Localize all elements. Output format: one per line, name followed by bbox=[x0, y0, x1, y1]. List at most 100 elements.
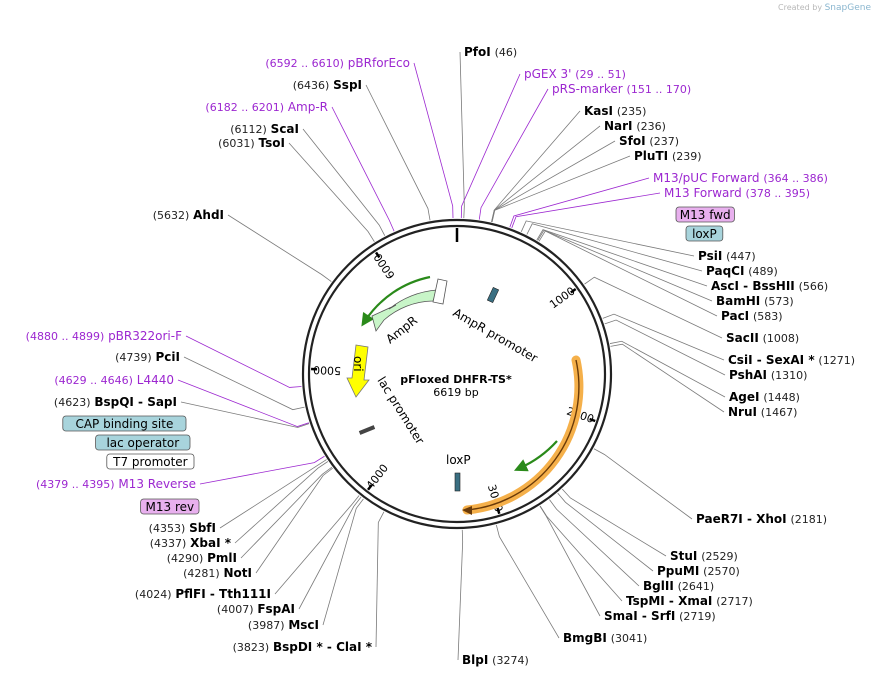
label-m13-fwd: M13 fwd bbox=[675, 206, 735, 223]
label-csii-sexai: CsiI - SexAI * (1271) bbox=[728, 353, 855, 367]
leader-pluti bbox=[491, 155, 631, 223]
label-name-noti: NotI bbox=[224, 566, 253, 580]
label-coord-pmli: (4290) bbox=[167, 552, 204, 565]
label-coord-bamhi: (573) bbox=[764, 295, 794, 308]
label-name-paqci: PaqCI bbox=[706, 264, 744, 278]
label-coord-ppumi: (2570) bbox=[703, 565, 740, 578]
label-text-paqci: PaqCI (489) bbox=[706, 264, 778, 278]
ampr-feature bbox=[371, 289, 438, 332]
label-tsoi: (6031) TsoI bbox=[218, 136, 285, 150]
label-text-paci: PacI (583) bbox=[721, 309, 783, 323]
label-coord-bspqi-sapi: (4623) bbox=[54, 396, 91, 409]
label-ahdi: (5632) AhdI bbox=[153, 208, 224, 222]
label-text-scai: (6112) ScaI bbox=[230, 122, 299, 136]
label-name-kasi: KasI bbox=[584, 104, 613, 118]
leader-m13-puc-forward bbox=[509, 177, 650, 228]
leader-pflfi-tth111i bbox=[274, 495, 360, 595]
label-pmli: (4290) PmlI bbox=[167, 551, 237, 565]
label-bglii: BglII (2641) bbox=[643, 579, 714, 593]
label-name-l4440: L4440 bbox=[137, 373, 174, 387]
label-text-prs-marker: pRS-marker (151 .. 170) bbox=[552, 82, 691, 96]
label-name-nari: NarI bbox=[604, 119, 633, 133]
ring-tick-6000 bbox=[375, 251, 381, 259]
label-t7-promoter: T7 promoter bbox=[106, 453, 195, 470]
label-text-csii-sexai: CsiI - SexAI * (1271) bbox=[728, 353, 855, 367]
label-coord-fspai: (4007) bbox=[217, 603, 254, 616]
leader-agei bbox=[609, 340, 726, 398]
label-coord-psii: (447) bbox=[726, 250, 756, 263]
label-cap-binding-site: CAP binding site bbox=[62, 415, 187, 432]
label-pbr322ori-f: (4880 .. 4899) pBR322ori-F bbox=[26, 329, 182, 343]
label-ampr: AmpR bbox=[383, 313, 420, 346]
snapgene-credit: Created by SnapGene bbox=[778, 3, 871, 13]
label-ampr-promoter: AmpR promoter bbox=[451, 305, 541, 365]
label-text-pgex-3: pGEX 3' (29 .. 51) bbox=[524, 67, 626, 81]
label-tspmi-xmai: TspMI - XmaI (2717) bbox=[626, 594, 753, 608]
label-text-nari: NarI (236) bbox=[604, 119, 666, 133]
leader-noti bbox=[255, 467, 333, 574]
loxp-feature-top bbox=[486, 286, 500, 304]
credit-prefix: Created by bbox=[778, 3, 823, 12]
label-name-pfoi: PfoI bbox=[464, 45, 491, 59]
leader-amp-r bbox=[331, 106, 395, 232]
label-coord-smai-srfi: (2719) bbox=[679, 610, 716, 623]
label-loxp-inner: loxP bbox=[446, 453, 471, 467]
label-name-tsoi: TsoI bbox=[259, 136, 285, 150]
leader-sacii bbox=[584, 276, 723, 339]
label-coord-bspdi-clai: (3823) bbox=[233, 641, 270, 654]
leader-sspi bbox=[365, 84, 431, 221]
label-pcii: (4739) PciI bbox=[115, 350, 180, 364]
label-text-pbr322ori-f: (4880 .. 4899) pBR322ori-F bbox=[26, 329, 182, 343]
label-text-sacii: SacII (1008) bbox=[726, 331, 799, 345]
label-coord-csii-sexai: (1271) bbox=[818, 354, 855, 367]
leader-prs-marker bbox=[478, 88, 549, 220]
label-coord-msci: (3987) bbox=[248, 619, 285, 632]
feature-orange-arc bbox=[462, 355, 584, 515]
label-text-agei: AgeI (1448) bbox=[729, 390, 800, 404]
label-text-bspdi-clai: (3823) BspDI * - ClaI * bbox=[233, 640, 373, 654]
label-sfoi: SfoI (237) bbox=[619, 134, 679, 148]
label-text-ahdi: (5632) AhdI bbox=[153, 208, 224, 222]
label-coord-nrui: (1467) bbox=[761, 406, 798, 419]
label-name-sspi: SspI bbox=[333, 78, 362, 92]
label-fspai: (4007) FspAI bbox=[217, 602, 295, 616]
leader-m13-reverse bbox=[199, 455, 325, 485]
label-coord-stui: (2529) bbox=[701, 550, 738, 563]
label-text-m13-forward: M13 Forward (378 .. 395) bbox=[664, 186, 810, 200]
leader-bmgbi bbox=[495, 524, 560, 639]
label-m13-rev: M13 rev bbox=[140, 498, 200, 515]
label-coord-l4440: (4629 .. 4646) bbox=[54, 374, 133, 387]
ring-tick-4000 bbox=[367, 484, 373, 491]
label-stui: StuI (2529) bbox=[670, 549, 738, 563]
label-name-pbr322ori-f: pBR322ori-F bbox=[108, 329, 182, 343]
label-name-xbai: XbaI * bbox=[190, 536, 232, 550]
label-text-bmgbi: BmgBI (3041) bbox=[563, 631, 647, 645]
label-text-bspqi-sapi: (4623) BspQI - SapI bbox=[54, 395, 177, 409]
label-name-amp-r: Amp-R bbox=[288, 100, 328, 114]
label-text-lac-operator: lac operator bbox=[106, 436, 179, 450]
leader-lines bbox=[177, 51, 726, 661]
label-name-pluti: PluTI bbox=[634, 149, 668, 163]
label-name-m13-forward: M13 Forward bbox=[664, 186, 742, 200]
label-name-prs-marker: pRS-marker bbox=[552, 82, 623, 96]
label-name-ahdi: AhdI bbox=[193, 208, 224, 222]
label-text-pfoi: PfoI (46) bbox=[464, 45, 517, 59]
leader-fspai bbox=[298, 496, 362, 610]
label-coord-prs-marker: (151 .. 170) bbox=[627, 83, 692, 96]
leader-tsoi bbox=[288, 142, 375, 242]
backbone-inner bbox=[307, 224, 607, 524]
ring-tick-1000 bbox=[570, 287, 577, 294]
label-name-sacii: SacII bbox=[726, 331, 759, 345]
label-text-sfoi: SfoI (237) bbox=[619, 134, 679, 148]
leader-stui bbox=[561, 488, 667, 557]
label-coord-tsoi: (6031) bbox=[218, 137, 255, 150]
ring-tick-label-5000: 5000 bbox=[313, 363, 341, 377]
label-name-csii-sexai: CsiI - SexAI * bbox=[728, 353, 815, 367]
label-text-kasi: KasI (235) bbox=[584, 104, 646, 118]
leader-nrui bbox=[610, 343, 725, 413]
label-box-m13-rev bbox=[140, 498, 200, 515]
label-coord-tspmi-xmai: (2717) bbox=[716, 595, 753, 608]
label-coord-m13-forward: (378 .. 395) bbox=[746, 187, 811, 200]
leader-l4440 bbox=[177, 379, 309, 427]
